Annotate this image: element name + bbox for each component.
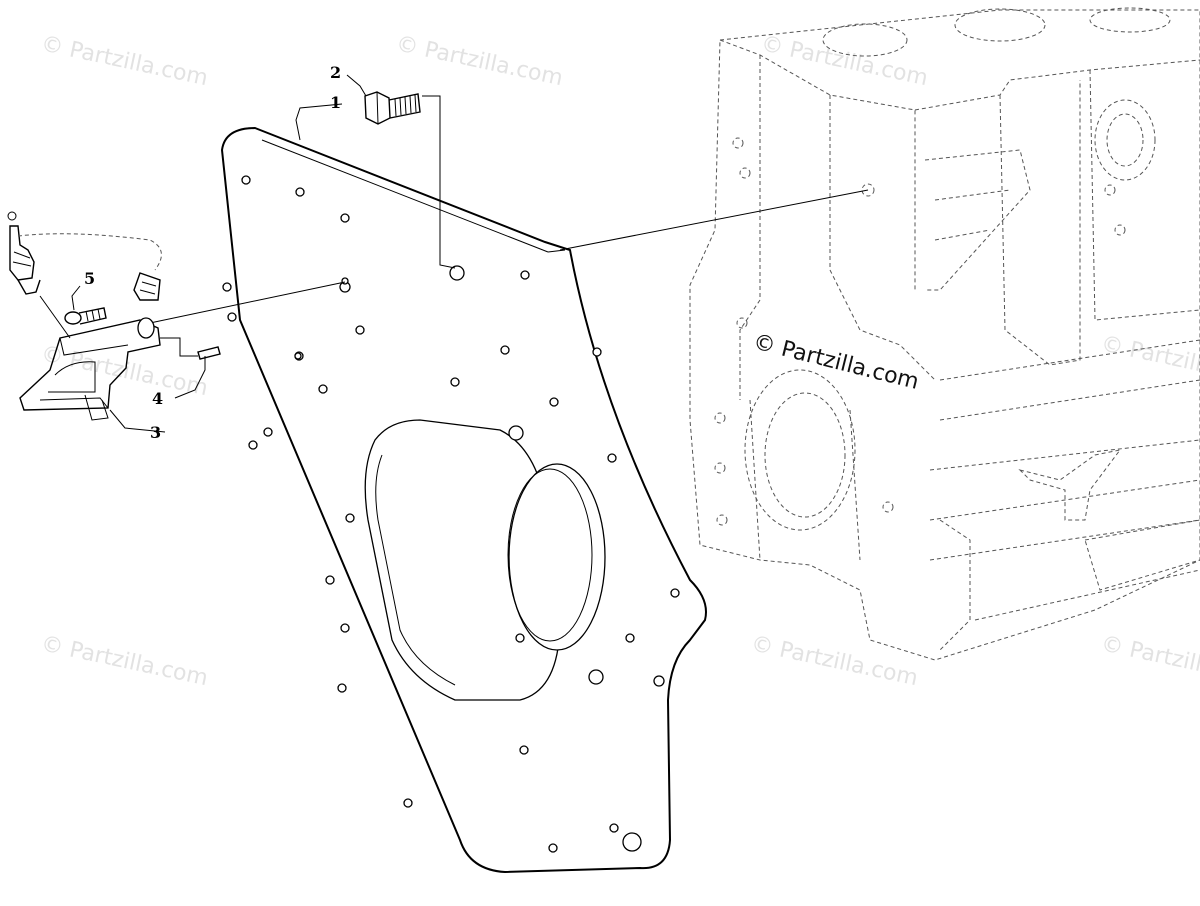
watermark-text: © Partzilla.com [1099,631,1200,691]
alignment-line [149,281,346,324]
watermark-text: © Partzilla.com [394,31,565,91]
alignment-line [559,189,869,251]
callout-4: 4 [152,389,163,408]
watermark-text: © Partzilla.com [749,631,920,691]
flywheel-housing-plate [220,126,707,874]
callout-5: 5 [84,269,95,288]
callout-3: 3 [150,423,161,442]
watermark-text: © Partzilla.com [759,31,930,91]
watermark-text: © Partzilla.com [39,31,210,91]
callout-1: 1 [330,93,341,112]
watermark-text: © Partzilla.com [39,631,210,691]
engine-block [689,7,1200,661]
sensor-assembly [7,211,221,421]
bolt [364,91,456,269]
watermark-main: © Partzilla.com [751,330,922,395]
callout-leaders [71,74,367,433]
callout-2: 2 [330,63,341,82]
